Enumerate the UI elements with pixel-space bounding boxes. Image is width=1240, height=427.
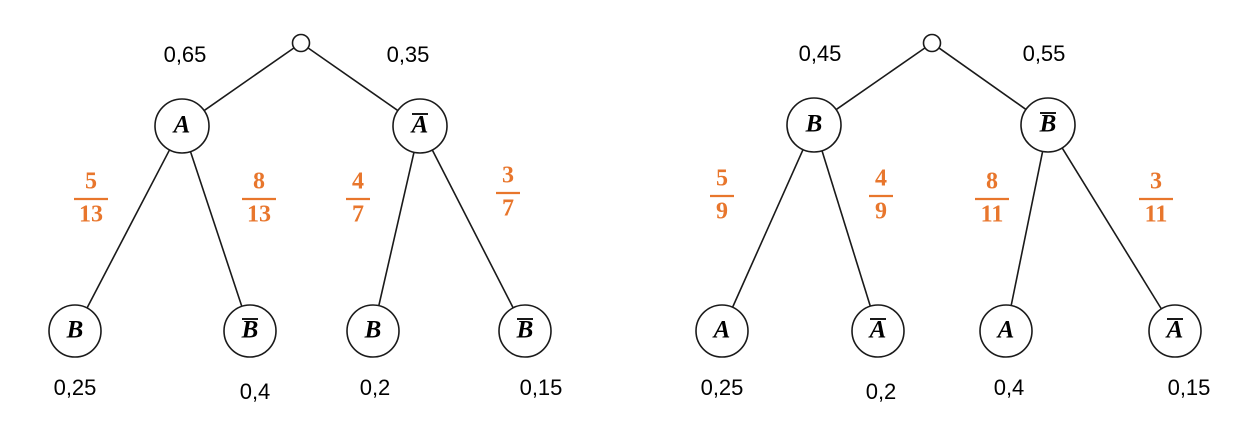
right-leaf-Abar-1-circle[interactable] [851, 304, 905, 358]
right-leaf-A-2-label: A [996, 317, 1015, 344]
right-node-B-edge-probability: 0,45 [799, 41, 842, 66]
left-tree-edge-root-0 [203, 47, 295, 112]
right-leaf-A-2-circle[interactable] [979, 304, 1033, 358]
left-leaf-Bbar-2-label: B [516, 317, 534, 344]
left-leaf-Bbar-2-conditional-fraction-numerator: 3 [502, 163, 514, 189]
left-node-Abar: A [392, 98, 448, 154]
right-leaf-A-1-conditional-fraction-denominator: 9 [716, 199, 728, 225]
right-leaf-Abar-2-label: A [1165, 317, 1184, 344]
right-node-B-label: B [805, 111, 823, 138]
left-tree-edge-branch-0 [86, 149, 171, 309]
right-leaf-A-1-label: A [712, 317, 731, 344]
left-leaf-Bbar-1-conditional-fraction: 813 [242, 169, 276, 228]
right-leaf-Abar-1-conditional-fraction-denominator: 9 [875, 199, 887, 225]
left-leaf-B-2-conditional-fraction-denominator: 7 [352, 202, 364, 228]
right-tree-root-node-circle[interactable] [922, 33, 942, 53]
left-tree-root-node-circle[interactable] [291, 33, 311, 53]
left-leaf-B-2-label: B [364, 317, 382, 344]
left-leaf-Bbar-1-label: B [241, 317, 259, 344]
right-leaf-A-1: A [695, 304, 749, 358]
right-node-Bbar-label: B [1039, 111, 1057, 138]
right-tree-root-node [922, 33, 942, 53]
right-leaf-Abar-1-outcome-probability: 0,2 [866, 379, 897, 404]
right-tree-edge-branch-2 [1010, 151, 1044, 306]
right-node-B-circle[interactable] [786, 97, 842, 153]
left-leaf-B-2-outcome-probability: 0,2 [360, 375, 391, 400]
left-node-A-label: A [172, 112, 191, 139]
right-leaf-Abar-1-conditional-fraction: 49 [869, 166, 893, 225]
right-leaf-Abar-1-conditional-fraction-numerator: 4 [875, 166, 887, 192]
right-leaf-A-2-conditional-fraction-numerator: 8 [986, 169, 998, 195]
right-leaf-Abar-2: A [1148, 304, 1202, 358]
right-tree-edge-branch-1 [821, 150, 872, 307]
right-leaf-A-1-outcome-probability: 0,25 [701, 375, 744, 400]
left-leaf-Bbar-2: B [498, 304, 552, 358]
left-tree-root-node [291, 33, 311, 53]
right-leaf-A-1-conditional-fraction-numerator: 5 [716, 166, 728, 192]
right-leaf-A-1-circle[interactable] [695, 304, 749, 358]
right-leaf-Abar-2-conditional-fraction-denominator: 11 [1145, 202, 1168, 228]
left-leaf-Bbar-1-conditional-fraction-numerator: 8 [253, 169, 265, 195]
right-node-Bbar-circle[interactable] [1020, 97, 1076, 153]
right-leaf-A-2: A [979, 304, 1033, 358]
left-node-A-circle[interactable] [154, 98, 210, 154]
left-node-Abar-circle[interactable] [392, 98, 448, 154]
right-leaf-Abar-2-circle[interactable] [1148, 304, 1202, 358]
left-node-Abar-label: A [410, 112, 429, 139]
left-leaf-B-2-conditional-fraction-numerator: 4 [352, 169, 364, 195]
left-leaf-B-2-conditional-fraction: 47 [346, 169, 370, 228]
left-leaf-Bbar-1-conditional-fraction-denominator: 13 [247, 202, 271, 228]
right-node-Bbar: B [1020, 97, 1076, 153]
left-node-Abar-edge-probability: 0,35 [387, 42, 430, 67]
left-leaf-B-1-conditional-fraction: 513 [74, 169, 108, 228]
left-tree-edge-branch-1 [189, 151, 243, 307]
right-leaf-Abar-2-conditional-fraction-numerator: 3 [1150, 169, 1162, 195]
right-node-Bbar-edge-probability: 0,55 [1023, 41, 1066, 66]
right-tree-edge-branch-0 [731, 149, 804, 308]
right-leaf-A-2-conditional-fraction: 811 [975, 169, 1009, 228]
left-leaf-Bbar-1-circle[interactable] [223, 304, 277, 358]
left-tree-edge-branch-2 [378, 152, 415, 306]
right-leaf-A-1-conditional-fraction: 59 [710, 166, 734, 225]
left-leaf-B-2: B [346, 304, 400, 358]
left-leaf-B-1-conditional-fraction-numerator: 5 [85, 169, 97, 195]
right-leaf-A-2-conditional-fraction-denominator: 11 [981, 202, 1004, 228]
left-node-A-edge-probability: 0,65 [164, 42, 207, 67]
left-leaf-B-1-circle[interactable] [48, 304, 102, 358]
left-leaf-Bbar-1: B [223, 304, 277, 358]
right-tree-edge-root-0 [835, 47, 926, 111]
left-leaf-B-2-circle[interactable] [346, 304, 400, 358]
left-leaf-B-1-outcome-probability: 0,25 [54, 375, 97, 400]
right-tree-edge-branch-3 [1061, 147, 1163, 310]
right-leaf-Abar-1: A [851, 304, 905, 358]
left-leaf-Bbar-1-outcome-probability: 0,4 [240, 379, 271, 404]
right-leaf-Abar-2-conditional-fraction: 311 [1139, 169, 1173, 228]
left-leaf-B-1-label: B [66, 317, 84, 344]
left-leaf-Bbar-2-circle[interactable] [498, 304, 552, 358]
left-leaf-Bbar-2-outcome-probability: 0,15 [520, 375, 563, 400]
left-leaf-Bbar-2-conditional-fraction-denominator: 7 [502, 196, 514, 222]
right-leaf-Abar-2-outcome-probability: 0,15 [1168, 375, 1211, 400]
left-leaf-B-1-conditional-fraction-denominator: 13 [79, 202, 103, 228]
left-tree-edge-branch-3 [431, 149, 514, 309]
right-leaf-A-2-outcome-probability: 0,4 [994, 375, 1025, 400]
left-node-A: A [154, 98, 210, 154]
left-tree-edge-root-1 [307, 47, 399, 112]
right-tree-edge-root-1 [938, 47, 1027, 111]
right-leaf-Abar-1-label: A [868, 317, 887, 344]
left-leaf-Bbar-2-conditional-fraction: 37 [496, 163, 520, 222]
left-leaf-B-1: B [48, 304, 102, 358]
right-node-B: B [786, 97, 842, 153]
